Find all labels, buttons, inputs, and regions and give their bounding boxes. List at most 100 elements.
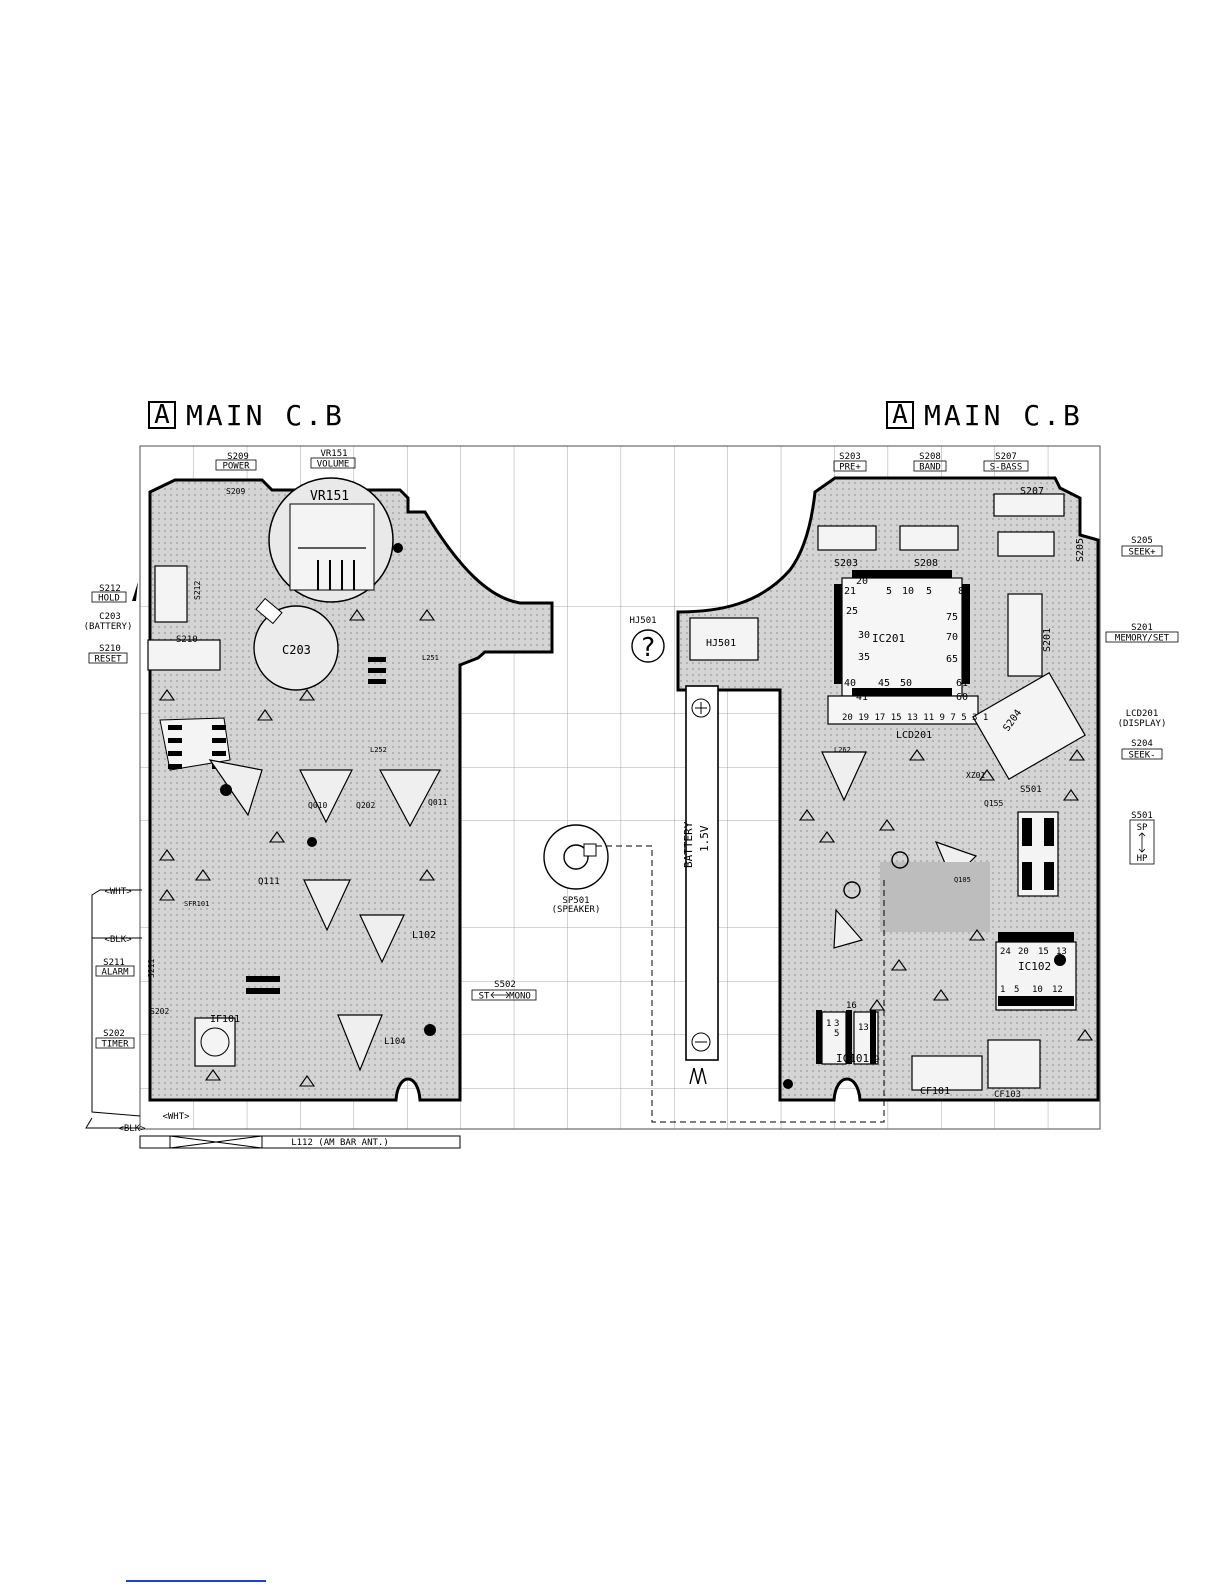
ic201-pins [834, 570, 970, 696]
ref-l252: L252 [370, 746, 387, 754]
speaker-sp501 [543, 824, 885, 1123]
label-c203: C203 [99, 612, 121, 622]
title-right: A MAIN C.B [886, 398, 1083, 432]
ref-if101: IF101 [210, 1014, 240, 1025]
ref-s201: S201 [1042, 628, 1053, 652]
ic201-pin: 41 [856, 692, 868, 703]
ic201-pin: 10 [902, 586, 914, 597]
board-refs: VR151 C203 IC201 LCD201 IC102 IC101 CF10… [147, 486, 1086, 1100]
label-mono: MONO [509, 992, 531, 1002]
ic201-pin: 40 [844, 678, 856, 689]
ic102-pin: 13 [1056, 947, 1067, 957]
label-speaker: (SPEAKER) [552, 905, 601, 915]
label-s205: S205 [1131, 536, 1153, 546]
label-hold: HOLD [98, 594, 120, 604]
ref-s212: S212 [193, 581, 202, 600]
ic102-pin: 1 [1000, 985, 1005, 995]
label-s211: S211 [103, 958, 125, 968]
ic201-pin: 35 [858, 652, 870, 663]
ref-s208: S208 [914, 558, 938, 569]
label-seekp: SEEK+ [1128, 548, 1156, 558]
ref-vr151: VR151 [310, 489, 349, 504]
ic101-pin: 3 [834, 1019, 839, 1029]
label-s209: S209 [227, 452, 249, 462]
ic102-pins [998, 932, 1074, 1006]
ic201-pin: 30 [858, 630, 870, 641]
ic101-pin-labels: 16 1 3 5 13 9 [826, 1001, 879, 1065]
title-right-box: A [886, 401, 914, 429]
label-wht-1: <WHT> [104, 887, 132, 897]
label-seekm: SEEK- [1128, 751, 1155, 761]
ref-hj501: HJ501 [706, 638, 736, 649]
hj501-symbol: ? [631, 629, 665, 663]
label-alarm: ALARM [101, 968, 129, 978]
ic201-pin: 20 [856, 576, 868, 587]
label-s501: S501 [1131, 811, 1153, 821]
svg-text:?: ? [640, 633, 656, 663]
ref-ic102: IC102 [1018, 960, 1051, 973]
label-s212: S212 [99, 584, 121, 594]
label-l112: L112 (AM BAR ANT.) [291, 1138, 389, 1148]
ref-c203: C203 [282, 643, 311, 657]
label-vr151: VR151 [320, 449, 347, 459]
label-hp: HP [1137, 854, 1148, 864]
label-memset: MEMORY/SET [1115, 634, 1170, 644]
label-lcd201: LCD201 [1126, 709, 1159, 719]
footer-link-underline[interactable] [126, 1580, 266, 1582]
ic201-pin: 45 [878, 678, 890, 689]
label-wht-2: <WHT> [162, 1112, 190, 1122]
ref-s203: S203 [834, 558, 858, 569]
ref-s202: S202 [150, 1007, 169, 1016]
label-s502: S502 [494, 980, 516, 990]
ic201-pin: 21 [844, 586, 856, 597]
label-s203: S203 [839, 452, 861, 462]
label-sp: SP [1137, 823, 1148, 833]
label-s210: S210 [99, 644, 121, 654]
label-battery-paren: (BATTERY) [84, 622, 133, 632]
label-blk-1: <BLK> [104, 935, 132, 945]
ref-q010: Q010 [308, 801, 327, 810]
title-left-box: A [148, 401, 176, 429]
ref-q011: Q011 [428, 798, 447, 807]
ic101-pin: 16 [846, 1001, 857, 1011]
title-right-text: MAIN C.B [924, 398, 1083, 432]
ic201-pin: 61 [956, 678, 968, 689]
ic102-pin: 24 [1000, 947, 1011, 957]
wires [85, 889, 461, 1149]
lcd-pin-numbers: 20 19 17 15 13 11 9 7 5 3 1 [842, 713, 988, 723]
ic102-pin: 12 [1052, 985, 1063, 995]
left-board-triangles [158, 609, 436, 1087]
ic201-pin: 70 [946, 632, 958, 643]
ref-l104: L104 [384, 1037, 406, 1047]
label-blk-2: <BLK> [118, 1124, 146, 1134]
ic201-pin: 60 [956, 692, 968, 703]
ref-l262: L262 [834, 746, 851, 754]
ic201-pin: 65 [946, 654, 958, 665]
ic201-pin: 80 [958, 586, 970, 597]
ic101-pin: 13 [858, 1023, 869, 1033]
label-timer: TIMER [101, 1040, 129, 1050]
ic102-pin: 5 [1014, 985, 1019, 995]
label-hj501: HJ501 [629, 616, 656, 626]
ref-sfr101: SFR101 [184, 900, 209, 908]
ref-s210: S210 [176, 635, 198, 645]
title-left: A MAIN C.B [148, 398, 345, 432]
label-s207: S207 [995, 452, 1017, 462]
ref-q202: Q202 [356, 801, 375, 810]
ref-s207: S207 [1020, 486, 1044, 497]
ic201-pin: 75 [946, 612, 958, 623]
battery-holder [685, 685, 719, 1085]
ref-cf101: CF101 [920, 1086, 950, 1097]
ic201-pin: 5 [926, 586, 932, 597]
label-volume: VOLUME [317, 460, 350, 470]
label-display: (DISPLAY) [1118, 719, 1167, 729]
ref-q105: Q105 [954, 876, 971, 884]
right-board-triangles [798, 749, 1094, 1041]
ic201-pin-labels: 5 10 5 20 21 25 30 35 40 41 45 50 80 75 … [844, 576, 970, 703]
label-pre: PRE+ [839, 463, 861, 473]
title-left-text: MAIN C.B [186, 398, 345, 432]
label-reset: RESET [94, 655, 122, 665]
label-sp501: SP501 [562, 896, 589, 906]
ref-ic201: IC201 [872, 632, 905, 645]
ref-ic101: IC101 [836, 1052, 869, 1065]
